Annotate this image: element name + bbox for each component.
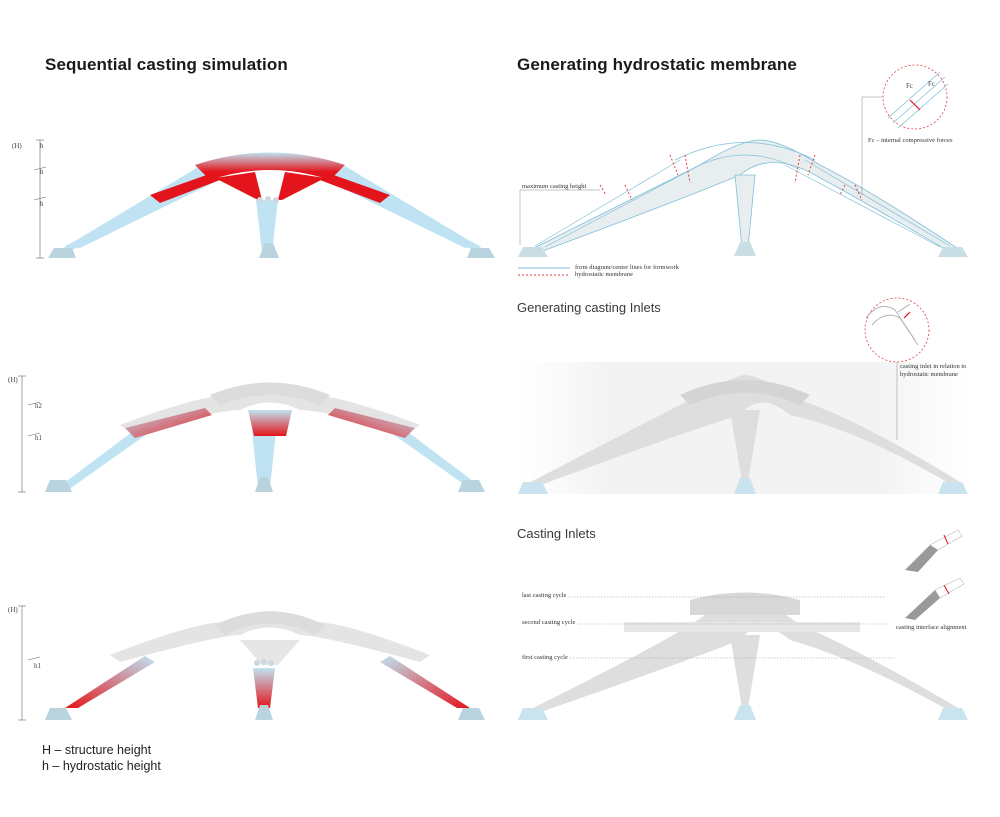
membrane-marks	[599, 154, 863, 201]
second-cycle-label: second casting cycle	[522, 619, 576, 626]
casting-inlets-subtitle: Casting Inlets	[517, 526, 596, 541]
centerline-legend-label: form diagram/center lines for formwork	[575, 264, 679, 271]
fc-note: Fc – internal compressive forces	[868, 137, 953, 144]
left-title: Sequential casting simulation	[45, 55, 288, 74]
inlets-subtitle: Generating casting Inlets	[517, 300, 661, 315]
membrane-legend-label: hydrostatic membrane	[575, 271, 633, 278]
scale-1-h-c: h	[40, 200, 44, 208]
inlet-note: casting inlet in relation to hydrostatic…	[900, 363, 967, 378]
height-scale-3	[18, 605, 41, 721]
inlet-structure	[515, 297, 970, 494]
scale-1-H: (H)	[12, 142, 22, 150]
max-casting-height-label: maximum casting height	[522, 183, 587, 190]
alignment-note: casting interface alignment	[896, 624, 967, 631]
right-title: Generating hydrostatic membrane	[517, 55, 797, 74]
scale-3-H: (H)	[8, 606, 18, 614]
inlet-icon-bottom	[905, 577, 965, 620]
legend-structure-height: H – structure height	[42, 743, 152, 757]
last-cycle-label: last casting cycle	[522, 592, 567, 599]
left-structure-stage-3: (H) h1	[8, 605, 485, 721]
scale-1-h-b: h	[40, 168, 44, 176]
legend-hydrostatic-height: h – hydrostatic height	[42, 759, 161, 773]
scale-2-H: (H)	[8, 376, 18, 384]
inlet-detail-circle	[864, 297, 930, 363]
membrane-structure	[518, 64, 968, 276]
left-structure-stage-2: (H) h2 h1	[8, 375, 485, 493]
left-structure-stage-1: (H) h h h	[12, 139, 495, 259]
scale-3-h1: h1	[34, 662, 42, 670]
scale-2-h2: h2	[35, 402, 43, 410]
inlet-icon-top	[905, 529, 963, 572]
height-scale-2	[18, 375, 41, 493]
fc-label-b: Fc	[928, 80, 935, 88]
scale-2-h1: h1	[35, 434, 43, 442]
casting-cycles-structure	[518, 529, 968, 720]
fc-label-a: Fc	[906, 82, 913, 90]
supports-1	[48, 243, 495, 258]
height-scale-1	[33, 139, 47, 259]
scale-1-h-a: h	[40, 142, 44, 150]
first-cycle-label: first casting cycle	[522, 654, 568, 661]
